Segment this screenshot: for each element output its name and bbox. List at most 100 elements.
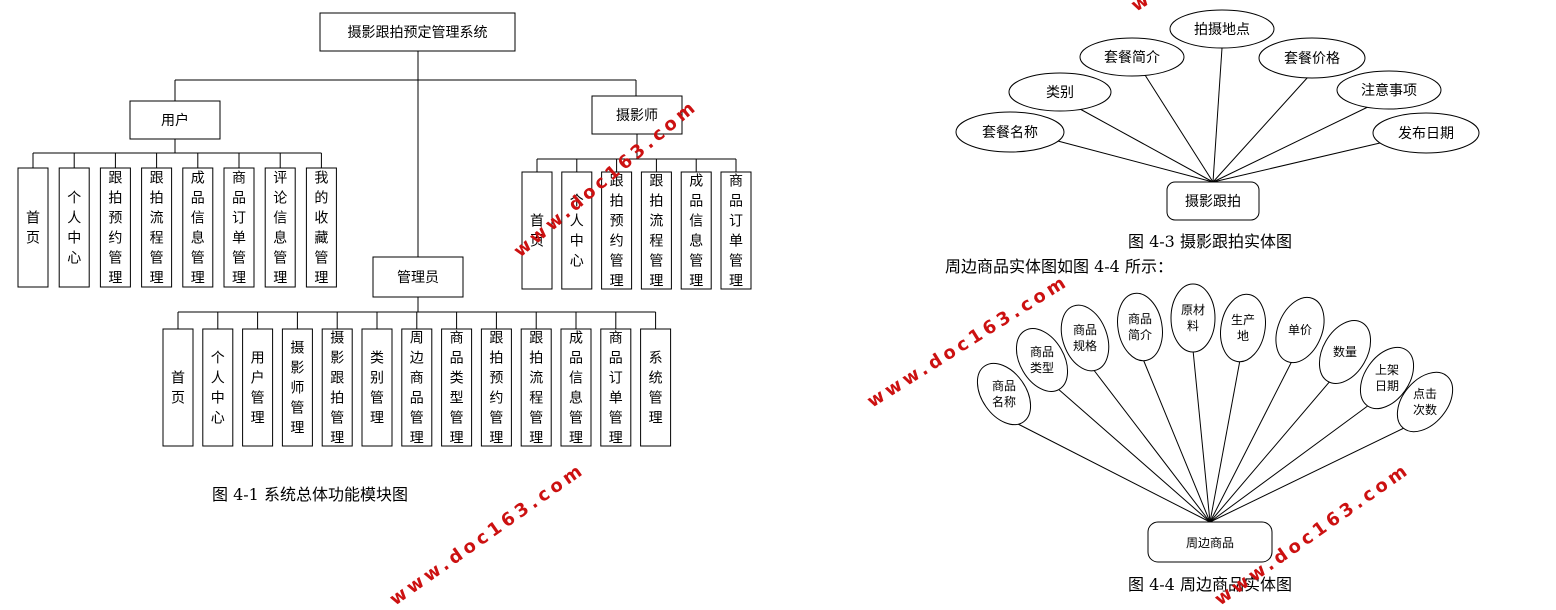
product-attr-label: 原材料 — [1181, 303, 1205, 333]
admin-module-label: 成品信息管理 — [569, 331, 583, 447]
product-attr-connector — [1192, 349, 1211, 523]
product-attr-connector — [1017, 423, 1211, 523]
admin-module-box — [281, 328, 313, 447]
product-entity-attributes: 商品名称商品类型商品规格商品简介原材料生产地单价数量上架日期点击次数 — [976, 283, 1454, 433]
photographer-node — [591, 95, 683, 135]
photo-attr-label: 注意事项 — [1361, 82, 1417, 99]
photographer-module-list: 首页 个人中心 跟拍预约管理 跟拍流程管理 成品信息管理 商品订单管理 — [521, 134, 752, 290]
user-module-label: 成品信息管理 — [191, 171, 205, 287]
admin-module-box — [560, 328, 592, 447]
user-module-label: 我的收藏管理 — [314, 171, 328, 287]
photographer-module-box — [640, 171, 672, 290]
product-attr-label: 商品名称 — [992, 378, 1016, 409]
admin-module-box — [321, 328, 353, 447]
photo-attr-ellipse — [955, 111, 1065, 153]
product-attr-connector — [1209, 379, 1332, 523]
photographer-module-label: 跟拍预约管理 — [610, 174, 624, 290]
product-attr-connector — [1142, 358, 1211, 523]
admin-module-box — [162, 328, 194, 447]
admin-module-label: 跟拍预约管理 — [489, 331, 503, 447]
admin-module-box — [520, 328, 552, 447]
photo-attr-connector — [1079, 108, 1214, 183]
photographer-module-label: 成品信息管理 — [689, 174, 703, 290]
user-module-label: 首页 — [26, 211, 40, 247]
photo-attr-label: 套餐价格 — [1284, 51, 1340, 67]
product-attr-label: 上架日期 — [1375, 363, 1399, 393]
photographer-module-box — [521, 171, 553, 290]
product-attr-label: 点击次数 — [1413, 387, 1437, 417]
product-attr-connector — [1209, 359, 1241, 523]
photographer-module-label: 商品订单管理 — [729, 174, 743, 290]
photo-entity-connectors — [1053, 47, 1381, 183]
admin-module-box — [242, 328, 274, 447]
product-attr-ellipse — [1275, 296, 1325, 364]
admin-module-box — [401, 328, 433, 447]
product-attr-connector — [1209, 360, 1293, 523]
user-module-box — [99, 167, 131, 288]
user-module-box — [182, 167, 214, 288]
admin-module-label: 商品类型管理 — [450, 331, 464, 447]
photo-attr-ellipse — [1336, 70, 1442, 110]
product-attr-label: 单价 — [1288, 323, 1312, 337]
function-module-diagram: 摄影跟拍预定管理系统 用户 摄影师 管理员 首页个人中心跟拍预约管理跟拍流程管理… — [17, 12, 752, 504]
root-label: 摄影跟拍预定管理系统 — [348, 25, 488, 41]
photo-attr-connector — [1144, 74, 1214, 183]
admin-module-label: 摄影师管理 — [290, 341, 304, 437]
admin-module-label: 周边商品管理 — [410, 331, 424, 447]
figure-4-3-caption: 图 4-3 摄影跟拍实体图 — [1128, 232, 1292, 251]
product-attr-ellipse — [1015, 328, 1069, 392]
admin-module-box — [600, 328, 632, 447]
product-attr-ellipse — [1318, 320, 1372, 384]
photographer-module-label: 跟拍流程管理 — [649, 174, 663, 290]
photo-attr-connector — [1212, 47, 1223, 183]
photographer-label: 摄影师 — [616, 108, 658, 124]
photo-entity-node — [1166, 181, 1260, 221]
photographer-module-box — [601, 171, 633, 290]
product-entity-connectors — [1017, 349, 1405, 523]
photo-attr-ellipse — [1008, 72, 1112, 112]
admin-module-box — [441, 328, 473, 447]
product-attr-ellipse — [976, 362, 1032, 426]
photo-attr-label: 套餐简介 — [1104, 49, 1160, 66]
product-attr-ellipse — [1060, 304, 1110, 372]
figure-4-4-caption: 图 4-4 周边商品实体图 — [1128, 575, 1292, 594]
user-module-box — [223, 167, 255, 288]
photographer-module-box — [720, 171, 752, 290]
photographer-module-box — [561, 171, 593, 290]
photo-attr-ellipse — [1258, 37, 1366, 79]
photographer-module-label: 首页 — [530, 214, 544, 250]
admin-module-box — [361, 328, 393, 447]
product-attr-label: 商品类型 — [1030, 344, 1054, 375]
photo-attr-connector — [1212, 76, 1309, 183]
product-attr-ellipse — [1220, 293, 1266, 363]
product-attr-connector — [1092, 368, 1211, 523]
user-module-box — [17, 167, 49, 288]
user-module-box — [305, 167, 337, 288]
photographer-module-label: 个人中心 — [570, 194, 584, 270]
user-module-label: 商品订单管理 — [232, 171, 246, 287]
user-module-label: 跟拍流程管理 — [150, 171, 164, 287]
product-attr-label: 商品规格 — [1073, 322, 1097, 353]
photo-attr-label: 发布日期 — [1398, 126, 1454, 142]
product-attr-label: 数量 — [1333, 344, 1357, 359]
photo-attr-label: 套餐名称 — [982, 125, 1038, 141]
user-module-label: 跟拍预约管理 — [108, 171, 122, 287]
product-entity-diagram: 商品名称商品类型商品规格商品简介原材料生产地单价数量上架日期点击次数 周边商品 … — [976, 283, 1454, 594]
admin-module-label: 首页 — [171, 371, 185, 407]
photo-attr-label: 拍摄地点 — [1194, 22, 1250, 38]
admin-label: 管理员 — [397, 270, 439, 286]
figure-4-1-caption: 图 4-1 系统总体功能模块图 — [212, 485, 408, 504]
product-attr-label: 商品简介 — [1128, 311, 1152, 342]
watermark-4: www.doc163.com — [386, 459, 589, 610]
product-attr-ellipse — [1359, 346, 1415, 410]
photo-entity-label: 摄影跟拍 — [1185, 194, 1241, 210]
photo-attr-ellipse — [1169, 9, 1275, 49]
admin-module-label: 跟拍流程管理 — [529, 331, 543, 447]
admin-module-box — [640, 328, 672, 447]
admin-module-label: 商品订单管理 — [609, 331, 623, 447]
admin-module-list: 首页个人中心用户管理摄影师管理摄影跟拍管理类别管理周边商品管理商品类型管理跟拍预… — [162, 297, 672, 447]
photo-attr-connector — [1212, 104, 1373, 183]
